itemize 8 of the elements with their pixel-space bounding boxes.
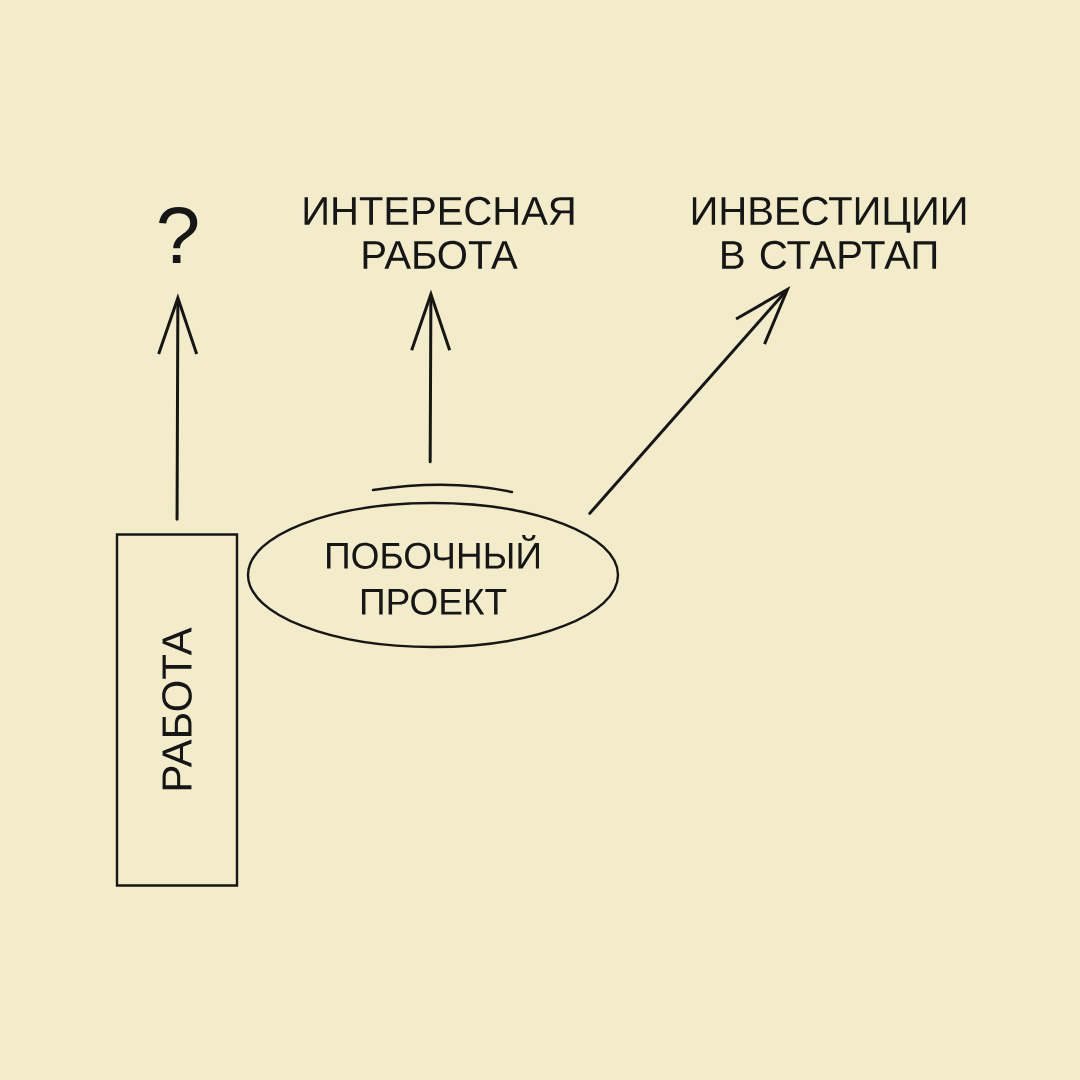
vertical-box: РАБОТА — [115, 533, 239, 887]
arrow — [410, 289, 452, 464]
question-label: ? — [159, 207, 198, 263]
oval-node: ПОБОЧНЫЙ ПРОЕКТ — [246, 501, 620, 649]
arrow — [588, 286, 791, 515]
node-label: ИНТЕРЕСНАЯ РАБОТА — [304, 196, 574, 270]
arrow — [157, 293, 199, 521]
node-label: ИНВЕСТИЦИИ В СТАРТАП — [692, 196, 966, 270]
